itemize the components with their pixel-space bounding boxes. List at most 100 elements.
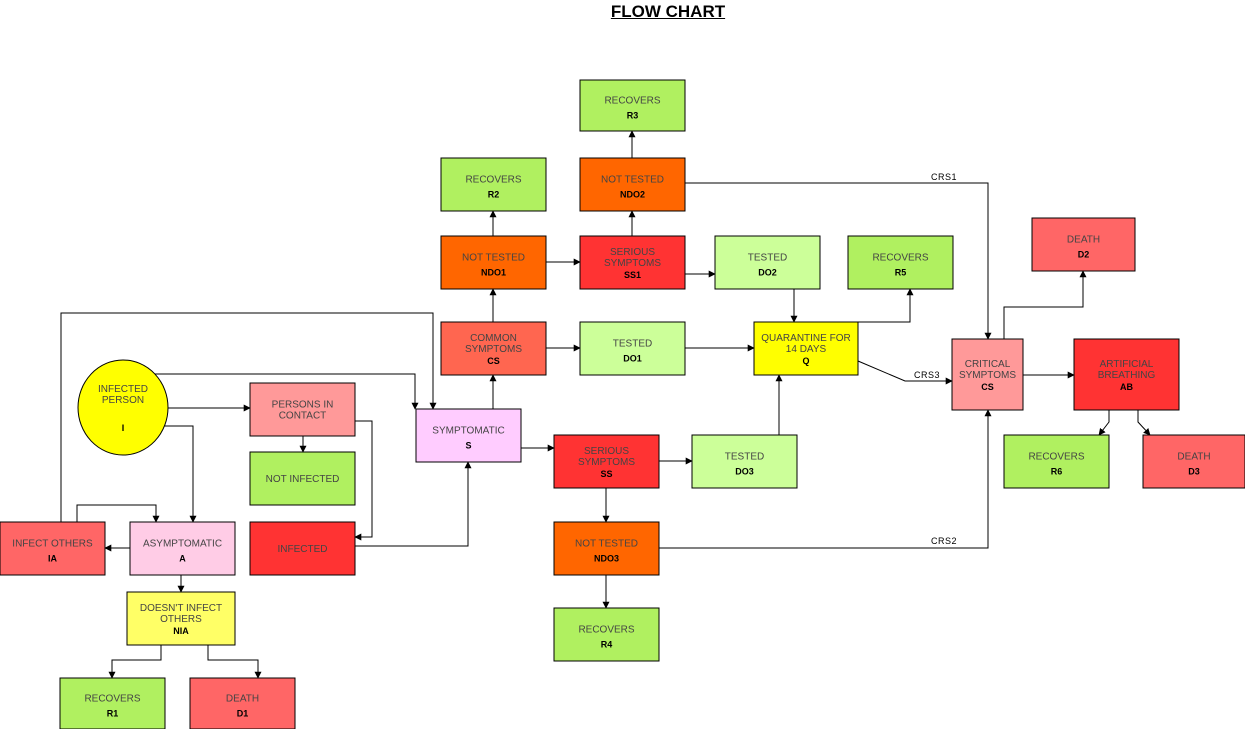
node-code: R5 (895, 268, 907, 278)
edge-pic-to-inf (354, 420, 373, 541)
node-shape (440, 157, 547, 212)
node-shape (553, 434, 660, 489)
node-inf: INFECTED (249, 521, 356, 576)
edge-q-to-r5 (858, 288, 914, 323)
node-label: CONTACT (279, 411, 327, 422)
node-code: CS (981, 382, 994, 392)
node-shape (440, 235, 547, 290)
node-shape (553, 607, 660, 662)
node-label: 14 DAYS (786, 344, 827, 355)
node-label: RECOVERS (872, 253, 928, 264)
node-shape (59, 677, 166, 729)
edge-ab-to-d3 (1137, 410, 1151, 436)
node-shape (77, 359, 169, 456)
node-shape (579, 235, 686, 290)
edge-ia-to-a (76, 504, 160, 523)
node-shape (249, 521, 356, 576)
node-code: NDO1 (481, 268, 506, 278)
node-label: CRITICAL (965, 359, 1011, 370)
edge-label: CRS1 (931, 172, 957, 182)
node-code: R4 (601, 640, 613, 650)
node-label: DEATH (226, 694, 259, 705)
node-ndo1: NOT TESTED NDO1 (440, 235, 547, 290)
node-code: I (122, 423, 125, 433)
node-label: SYMPTOMS (604, 258, 661, 269)
node-code: D2 (1078, 250, 1090, 260)
node-code: DO3 (735, 467, 754, 477)
node-label: NOT INFECTED (266, 474, 340, 485)
node-r5: RECOVERS R5 (847, 235, 954, 290)
node-shape (189, 677, 296, 729)
node-label: SYMPTOMS (465, 344, 522, 355)
node-label: OTHERS (160, 614, 202, 625)
node-label: RECOVERS (604, 96, 660, 107)
node-label: DEATH (1067, 235, 1100, 246)
node-label: ASYMPTOMATIC (143, 539, 222, 550)
node-shape (440, 321, 547, 376)
node-a: ASYMPTOMATIC A (129, 521, 236, 576)
node-shape (0, 521, 106, 576)
node-label: RECOVERS (465, 175, 521, 186)
node-code: DO1 (623, 354, 642, 364)
node-code: R6 (1051, 467, 1063, 477)
node-code: SS (600, 469, 612, 479)
node-d2: DEATH D2 (1031, 217, 1136, 272)
node-r4: RECOVERS R4 (553, 607, 660, 662)
node-label: SYMPTOMS (578, 457, 635, 468)
node-label: RECOVERS (578, 625, 634, 636)
node-code: A (179, 554, 186, 564)
edge-ndo3-to-cs2 (659, 409, 992, 549)
edge-label: CRS3 (914, 370, 940, 380)
page-title: FLOW CHART (610, 2, 726, 21)
node-r3: RECOVERS R3 (579, 79, 686, 132)
node-label: NOT TESTED (601, 175, 664, 186)
edge-cs2-to-d2 (1003, 270, 1087, 339)
node-shape (579, 157, 686, 212)
node-do1: TESTED DO1 (579, 321, 686, 376)
node-shape (1142, 434, 1245, 489)
node-shape (126, 591, 236, 646)
node-code: Q (802, 356, 809, 366)
node-code: NDO2 (620, 190, 645, 200)
node-code: AB (1120, 382, 1133, 392)
node-label: RECOVERS (84, 694, 140, 705)
node-shape (579, 79, 686, 132)
node-shape (129, 521, 236, 576)
node-label: COMMON (470, 333, 517, 344)
node-label: NOT TESTED (575, 539, 638, 550)
node-ndo2: NOT TESTED NDO2 (579, 157, 686, 212)
node-do3: TESTED DO3 (691, 434, 798, 489)
node-label: DEATH (1177, 452, 1210, 463)
node-code: R3 (627, 111, 639, 121)
node-shape (951, 338, 1024, 411)
node-code: IA (48, 554, 58, 564)
node-label: TESTED (725, 452, 764, 463)
node-code: NIA (173, 626, 189, 636)
edge-nia-to-d1 (207, 645, 262, 679)
node-label: TESTED (613, 339, 652, 350)
node-label: SERIOUS (584, 446, 629, 457)
node-code: S (465, 441, 471, 451)
node-shape (415, 408, 522, 463)
node-r1: RECOVERS R1 (59, 677, 166, 729)
node-label: NOT TESTED (462, 253, 525, 264)
node-label: PERSONS IN (272, 400, 334, 411)
node-do2: TESTED DO2 (714, 235, 821, 290)
node-label: TESTED (748, 253, 787, 264)
node-code: R1 (107, 709, 119, 719)
node-code: DO2 (758, 268, 777, 278)
node-label: ARTIFICIAL (1100, 359, 1154, 370)
node-ni: NOT INFECTED (249, 451, 356, 506)
